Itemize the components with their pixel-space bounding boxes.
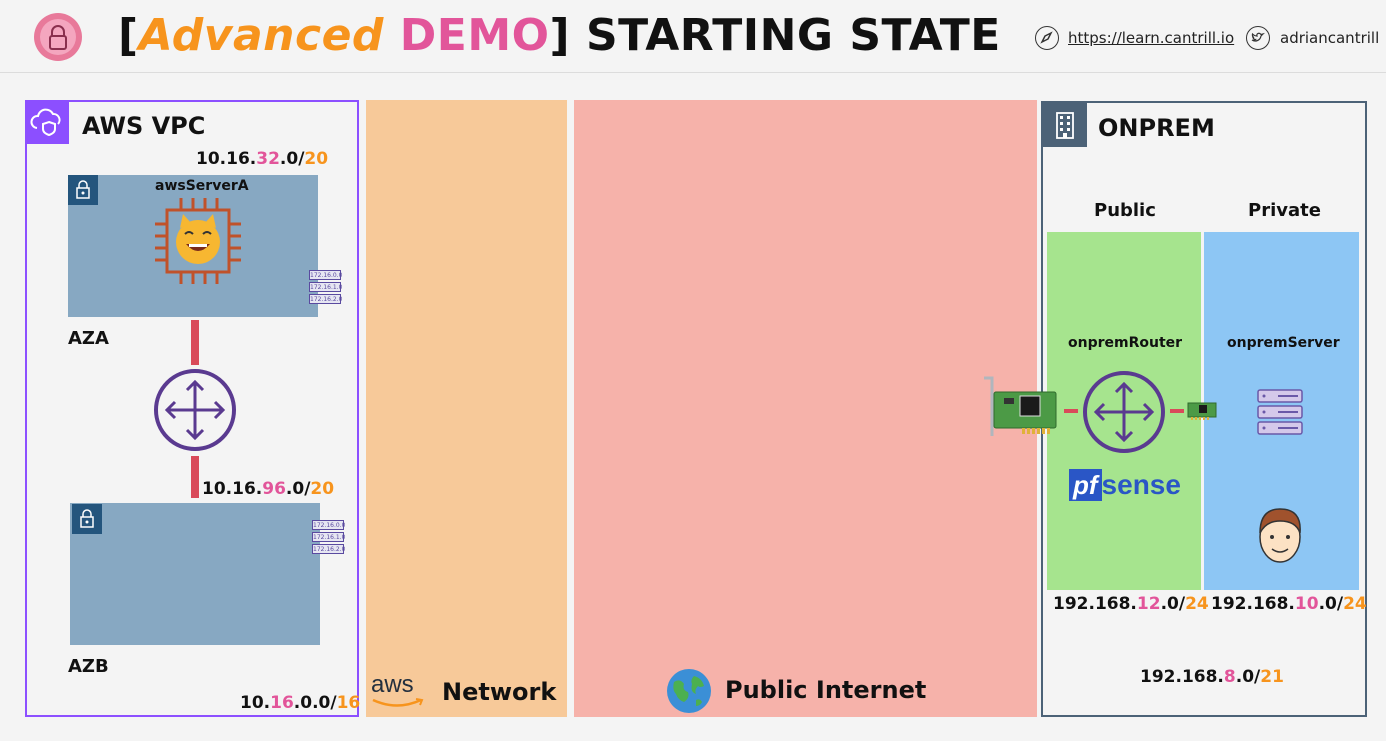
connector-line bbox=[1170, 409, 1184, 413]
onprem-public-cidr: 192.168.12.0/24 bbox=[1053, 594, 1209, 614]
lock-badge-icon bbox=[33, 12, 83, 62]
onprem-cidr: 192.168.8.0/21 bbox=[1140, 667, 1284, 687]
az-b-label: AZB bbox=[68, 656, 109, 677]
subnet-b bbox=[70, 503, 320, 645]
subnet-b-cidr: 10.16.96.0/20 bbox=[202, 479, 335, 499]
onprem-label: ONPREM bbox=[1098, 114, 1215, 142]
route-table-entry: 172.16.2.0 bbox=[312, 544, 346, 554]
route-table-entry: 172.16.1.0 bbox=[309, 282, 343, 292]
user-avatar-icon bbox=[1254, 505, 1306, 567]
connector-line bbox=[191, 456, 199, 498]
public-subnet-heading: Public bbox=[1094, 200, 1156, 221]
public-internet-zone bbox=[574, 100, 1037, 717]
onprem-server-label: onpremServer bbox=[1227, 335, 1340, 351]
vpc-cidr: 10.16.0.0/16 bbox=[240, 693, 361, 713]
connector-line bbox=[191, 320, 199, 365]
ec2-instance-icon[interactable] bbox=[153, 196, 243, 286]
page-title: [Advanced DEMO] STARTING STATE bbox=[118, 10, 1001, 61]
onprem-router-icon[interactable] bbox=[1082, 370, 1166, 454]
route-table-entry: 172.16.1.0 bbox=[312, 532, 346, 542]
vpc-cloud-icon bbox=[25, 100, 69, 144]
onprem-private-cidr: 192.168.10.0/24 bbox=[1211, 594, 1367, 614]
az-a-label: AZA bbox=[68, 328, 109, 349]
compass-icon bbox=[1035, 26, 1059, 50]
vpc-router-icon[interactable] bbox=[153, 368, 237, 452]
public-internet-label: Public Internet bbox=[725, 676, 927, 704]
subnet-a-lock-icon bbox=[68, 175, 98, 205]
title-demo: DEMO bbox=[383, 10, 550, 61]
website-link[interactable]: https://learn.cantrill.io bbox=[1068, 29, 1235, 47]
header-bar bbox=[0, 0, 1386, 73]
subnet-a-cidr: 10.16.32.0/20 bbox=[196, 149, 329, 169]
aws-vpc-label: AWS VPC bbox=[82, 112, 206, 140]
aws-logo: aws bbox=[371, 673, 427, 713]
building-icon bbox=[1043, 103, 1087, 147]
twitter-handle[interactable]: adriancantrill bbox=[1280, 29, 1380, 47]
private-subnet-heading: Private bbox=[1248, 200, 1321, 221]
route-table-entry: 172.16.2.0 bbox=[309, 294, 343, 304]
connector-line bbox=[1064, 409, 1078, 413]
aws-server-a-label: awsServerA bbox=[155, 178, 249, 194]
aws-network-label: Network bbox=[442, 678, 557, 706]
onprem-router-label: onpremRouter bbox=[1068, 335, 1183, 351]
route-table-entry: 172.16.0.0 bbox=[309, 270, 343, 280]
globe-icon bbox=[666, 668, 712, 714]
aws-network-zone bbox=[366, 100, 567, 717]
network-card-icon bbox=[982, 376, 1058, 440]
twitter-icon bbox=[1246, 26, 1270, 50]
server-icon[interactable] bbox=[1254, 386, 1306, 438]
title-advanced: Advanced bbox=[138, 10, 384, 61]
subnet-b-lock-icon bbox=[72, 504, 102, 534]
route-table-entry: 172.16.0.0 bbox=[312, 520, 346, 530]
small-network-card-icon bbox=[1187, 402, 1217, 420]
